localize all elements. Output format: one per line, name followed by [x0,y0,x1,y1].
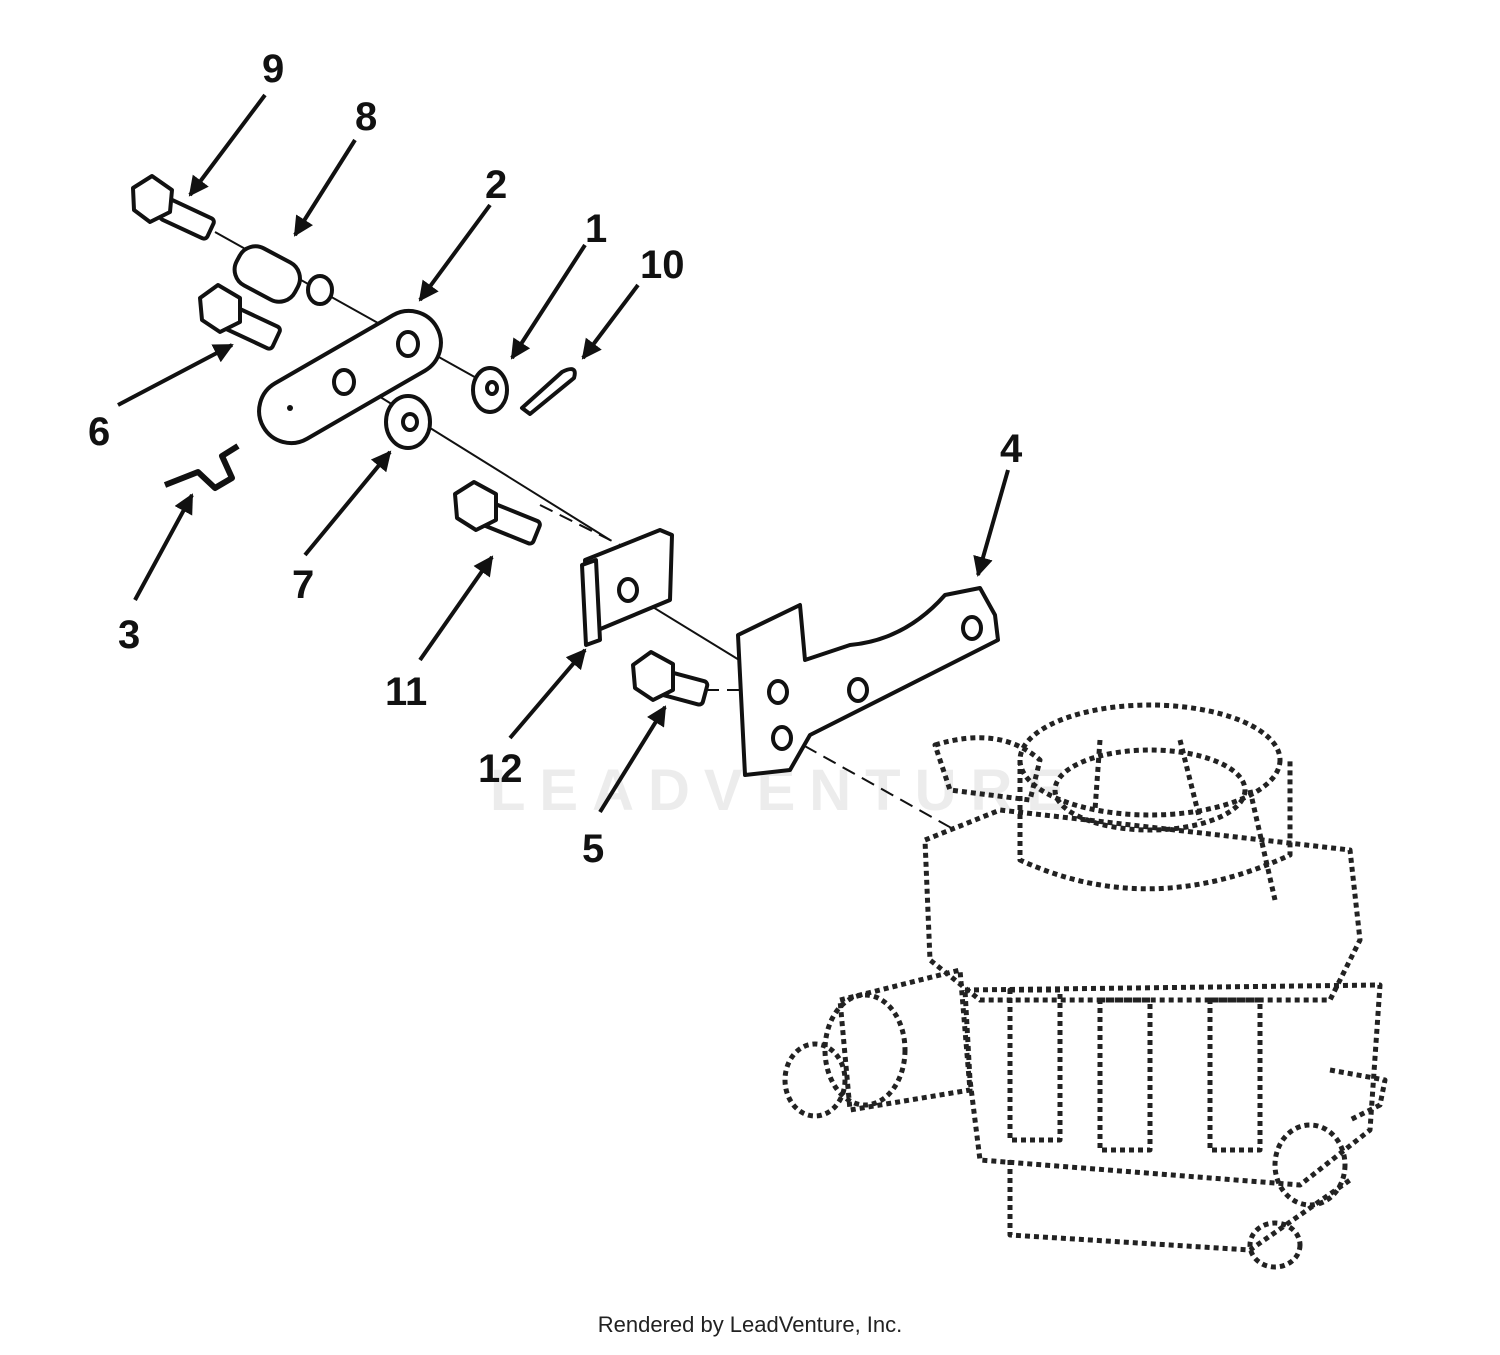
leader-3 [133,493,194,601]
part-10-cotter-pin [520,367,577,416]
callout-12: 12 [478,747,523,791]
leader-4 [973,469,1010,577]
leader-10 [581,283,640,360]
leader-11 [418,555,494,662]
leader-9 [188,93,267,197]
render-credit: Rendered by LeadVenture, Inc. [597,1312,903,1337]
axis-line-mid [344,374,611,541]
leader-7 [303,450,392,557]
part-3-wire-link [163,443,240,491]
carburetor-phantom [782,702,1388,1270]
part-12-bracket-clip [580,528,674,647]
part-4-mounting-bracket [736,586,1000,777]
leader-6 [117,343,234,407]
part-11-bolt [453,480,542,546]
callout-5: 5 [582,827,604,871]
part-8-spacer [232,244,334,306]
axis-line-dashed [539,504,621,546]
callout-3: 3 [118,613,140,657]
leader-2 [418,203,492,302]
callout-11: 11 [385,670,427,714]
part-7-washer [384,394,432,450]
callout-8: 8 [355,95,377,139]
callout-4: 4 [1000,427,1023,471]
part-1-washer [471,366,509,414]
callout-6: 6 [88,410,110,454]
callout-9: 9 [262,47,284,91]
callout-10: 10 [640,243,685,287]
part-5-bolt [631,650,710,707]
callout-7: 7 [292,563,314,607]
leader-5 [598,705,667,814]
callout-2: 2 [485,163,507,207]
callout-1: 1 [585,207,607,251]
leader-12 [508,648,587,740]
leader-8 [293,138,357,237]
part-2-link-plate [257,309,443,445]
axis-line-carb [784,734,956,831]
leader-1 [510,243,587,360]
part-9-bolt [131,174,216,241]
part-6-bolt [198,283,282,351]
